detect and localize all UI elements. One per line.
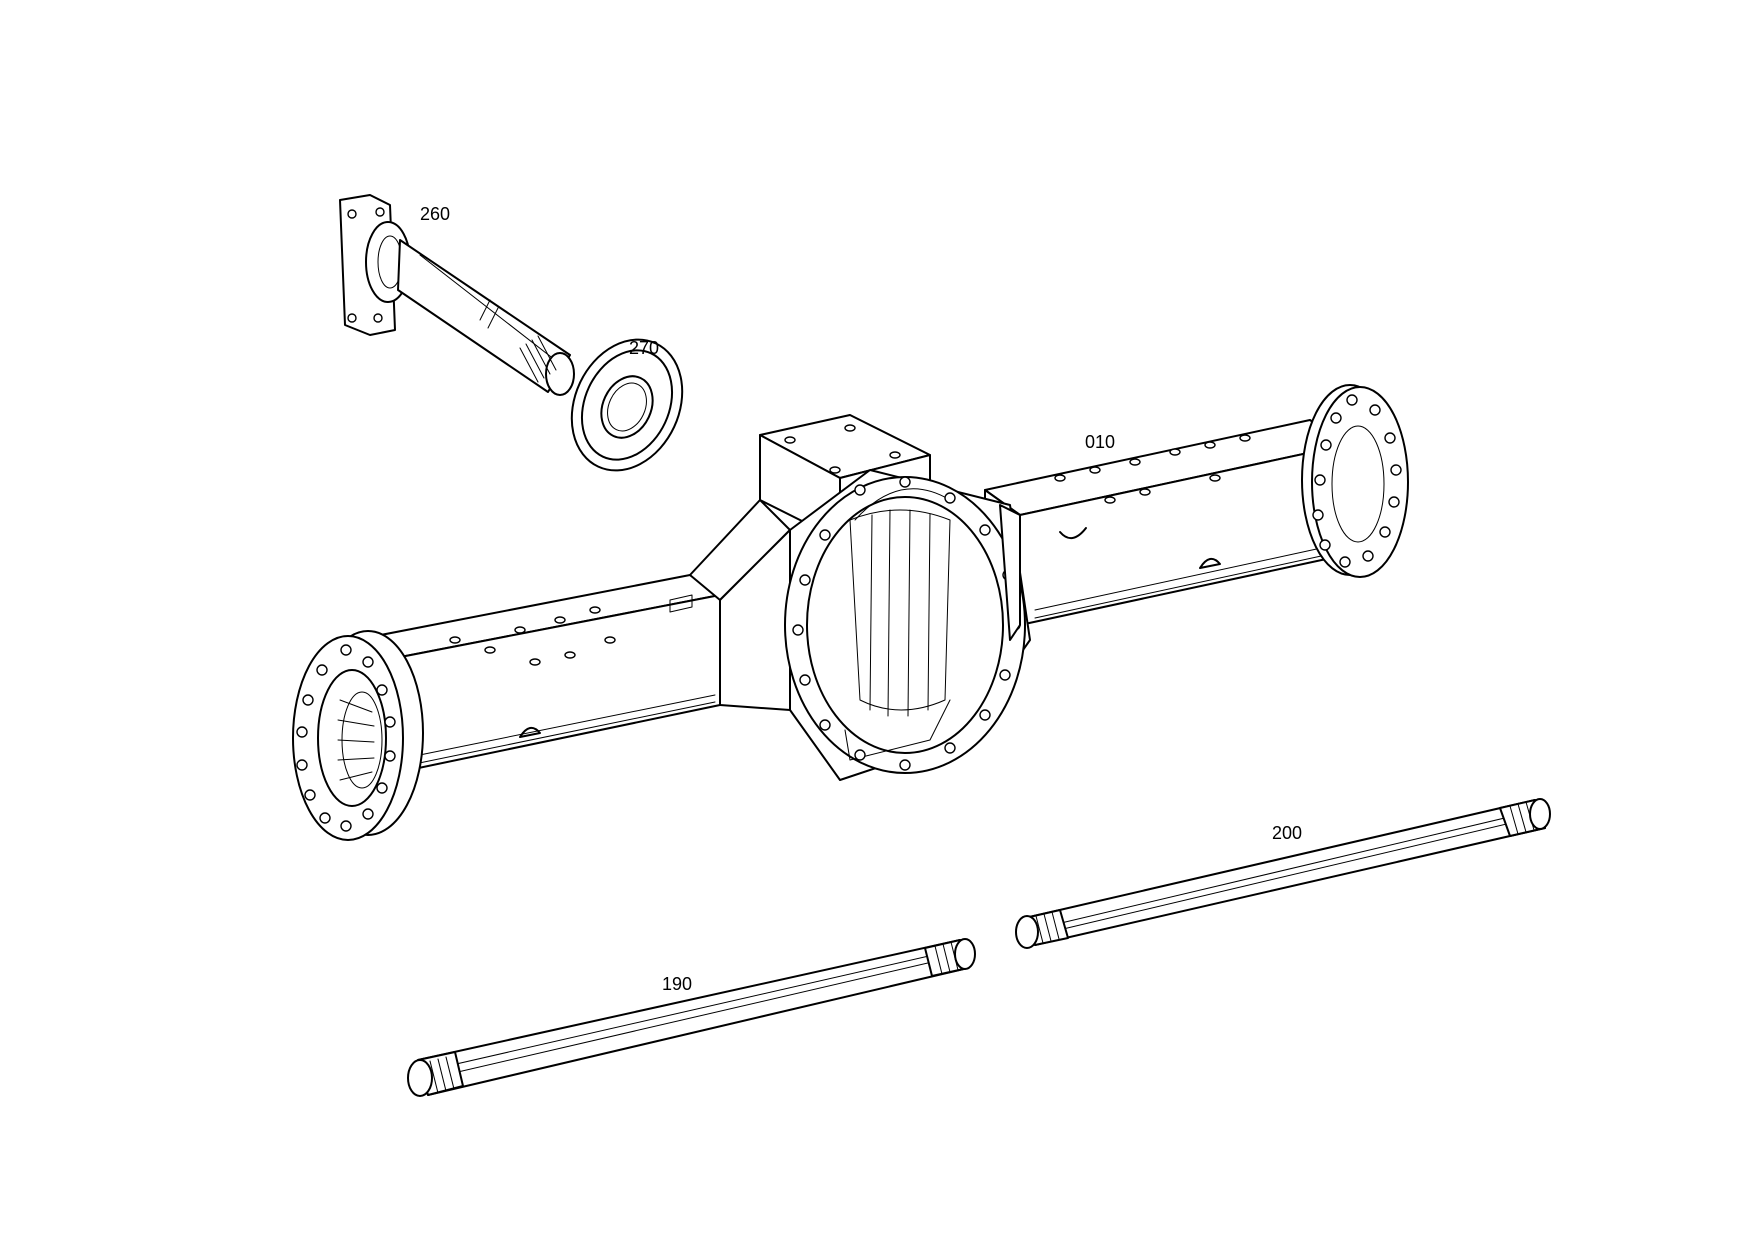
right-wheel-flange bbox=[1301, 384, 1409, 578]
callout-200: 200 bbox=[1272, 823, 1303, 843]
left-wheel-flange bbox=[292, 630, 424, 841]
callout-010: 010 bbox=[1085, 432, 1116, 452]
shaft-190-part bbox=[407, 938, 976, 1097]
axle-housing bbox=[292, 384, 1409, 841]
callout-190: 190 bbox=[662, 974, 693, 994]
input-flange-part bbox=[339, 194, 575, 396]
center-housing bbox=[689, 414, 1031, 781]
right-beam bbox=[984, 419, 1346, 626]
shaft-200-part bbox=[1015, 798, 1551, 949]
callout-260: 260 bbox=[420, 204, 451, 224]
seal-ring-part bbox=[570, 338, 684, 472]
callout-270: 270 bbox=[629, 338, 660, 358]
